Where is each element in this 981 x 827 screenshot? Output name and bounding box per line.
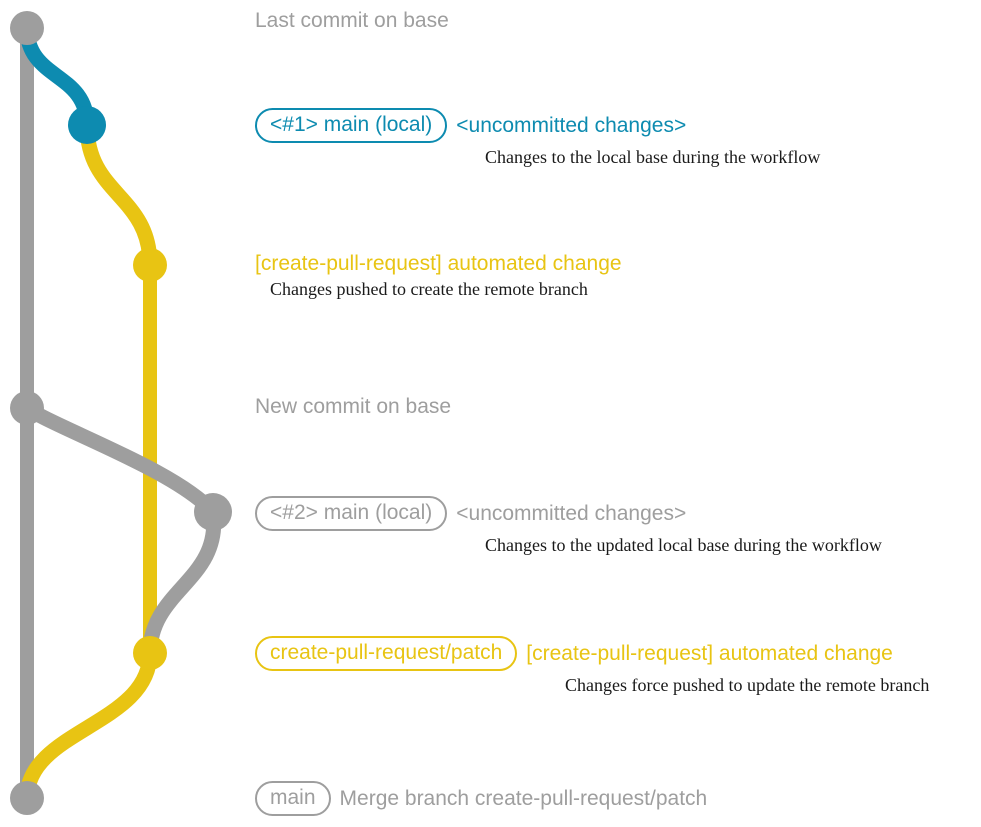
edge-main-local-to-patch-1 — [79, 117, 158, 273]
branch-tag-main[interactable]: main — [255, 781, 331, 817]
commit-node-last-commit-on-base[interactable] — [10, 11, 44, 45]
commit-row-automated-change-1: [create-pull-request] automated change C… — [255, 252, 622, 300]
branch-tag-main-local-1[interactable]: <#1> main (local) — [255, 108, 448, 144]
commit-message: <uncommitted changes> — [456, 113, 687, 137]
commit-message: [create-pull-request] automated change — [255, 252, 622, 275]
branch-tag-create-pull-request-patch[interactable]: create-pull-request/patch — [255, 636, 518, 672]
commit-note: Changes pushed to create the remote bran… — [270, 279, 588, 300]
commit-headline: New commit on base — [255, 395, 452, 418]
commit-row-automated-change-2: create-pull-request/patch [create-pull-r… — [255, 636, 929, 696]
commit-message: Last commit on base — [255, 9, 449, 32]
commit-headline: create-pull-request/patch [create-pull-r… — [255, 636, 929, 672]
commit-message: <uncommitted changes> — [456, 501, 687, 525]
branch-tag-main-local-2[interactable]: <#2> main (local) — [255, 496, 448, 532]
commit-message: New commit on base — [255, 395, 452, 418]
commit-note: Changes to the updated local base during… — [485, 535, 882, 556]
commit-headline: main Merge branch create-pull-request/pa… — [255, 781, 708, 817]
commit-node-new-commit-on-base[interactable] — [10, 391, 44, 425]
commit-row-last-commit: Last commit on base — [255, 9, 449, 32]
commit-node-automated-change-1[interactable] — [133, 248, 167, 282]
commit-note: Changes to the local base during the wor… — [485, 147, 821, 168]
commit-note: Changes force pushed to update the remot… — [565, 675, 930, 696]
commit-row-merge: main Merge branch create-pull-request/pa… — [255, 781, 708, 817]
edge-patch-merge-to-base — [19, 645, 158, 806]
commit-node-automated-change-2[interactable] — [133, 636, 167, 670]
commit-row-new-commit: New commit on base — [255, 395, 452, 418]
commit-row-main-local-2: <#2> main (local) <uncommitted changes> … — [255, 496, 882, 556]
commit-message: Merge branch create-pull-request/patch — [339, 786, 708, 810]
commit-headline: Last commit on base — [255, 9, 449, 32]
commit-headline: [create-pull-request] automated change — [255, 252, 622, 275]
commit-node-merge[interactable] — [10, 781, 44, 815]
commit-node-main-local-2[interactable] — [194, 493, 232, 531]
commit-row-main-local-1: <#1> main (local) <uncommitted changes> … — [255, 108, 820, 168]
edge-base-to-updated-local — [19, 400, 221, 520]
edge-updated-local-to-patch-2 — [142, 504, 222, 661]
commit-headline: <#2> main (local) <uncommitted changes> — [255, 496, 882, 532]
commit-headline: <#1> main (local) <uncommitted changes> — [255, 108, 820, 144]
commit-message: [create-pull-request] automated change — [526, 641, 893, 665]
commit-node-main-local-1[interactable] — [68, 106, 106, 144]
